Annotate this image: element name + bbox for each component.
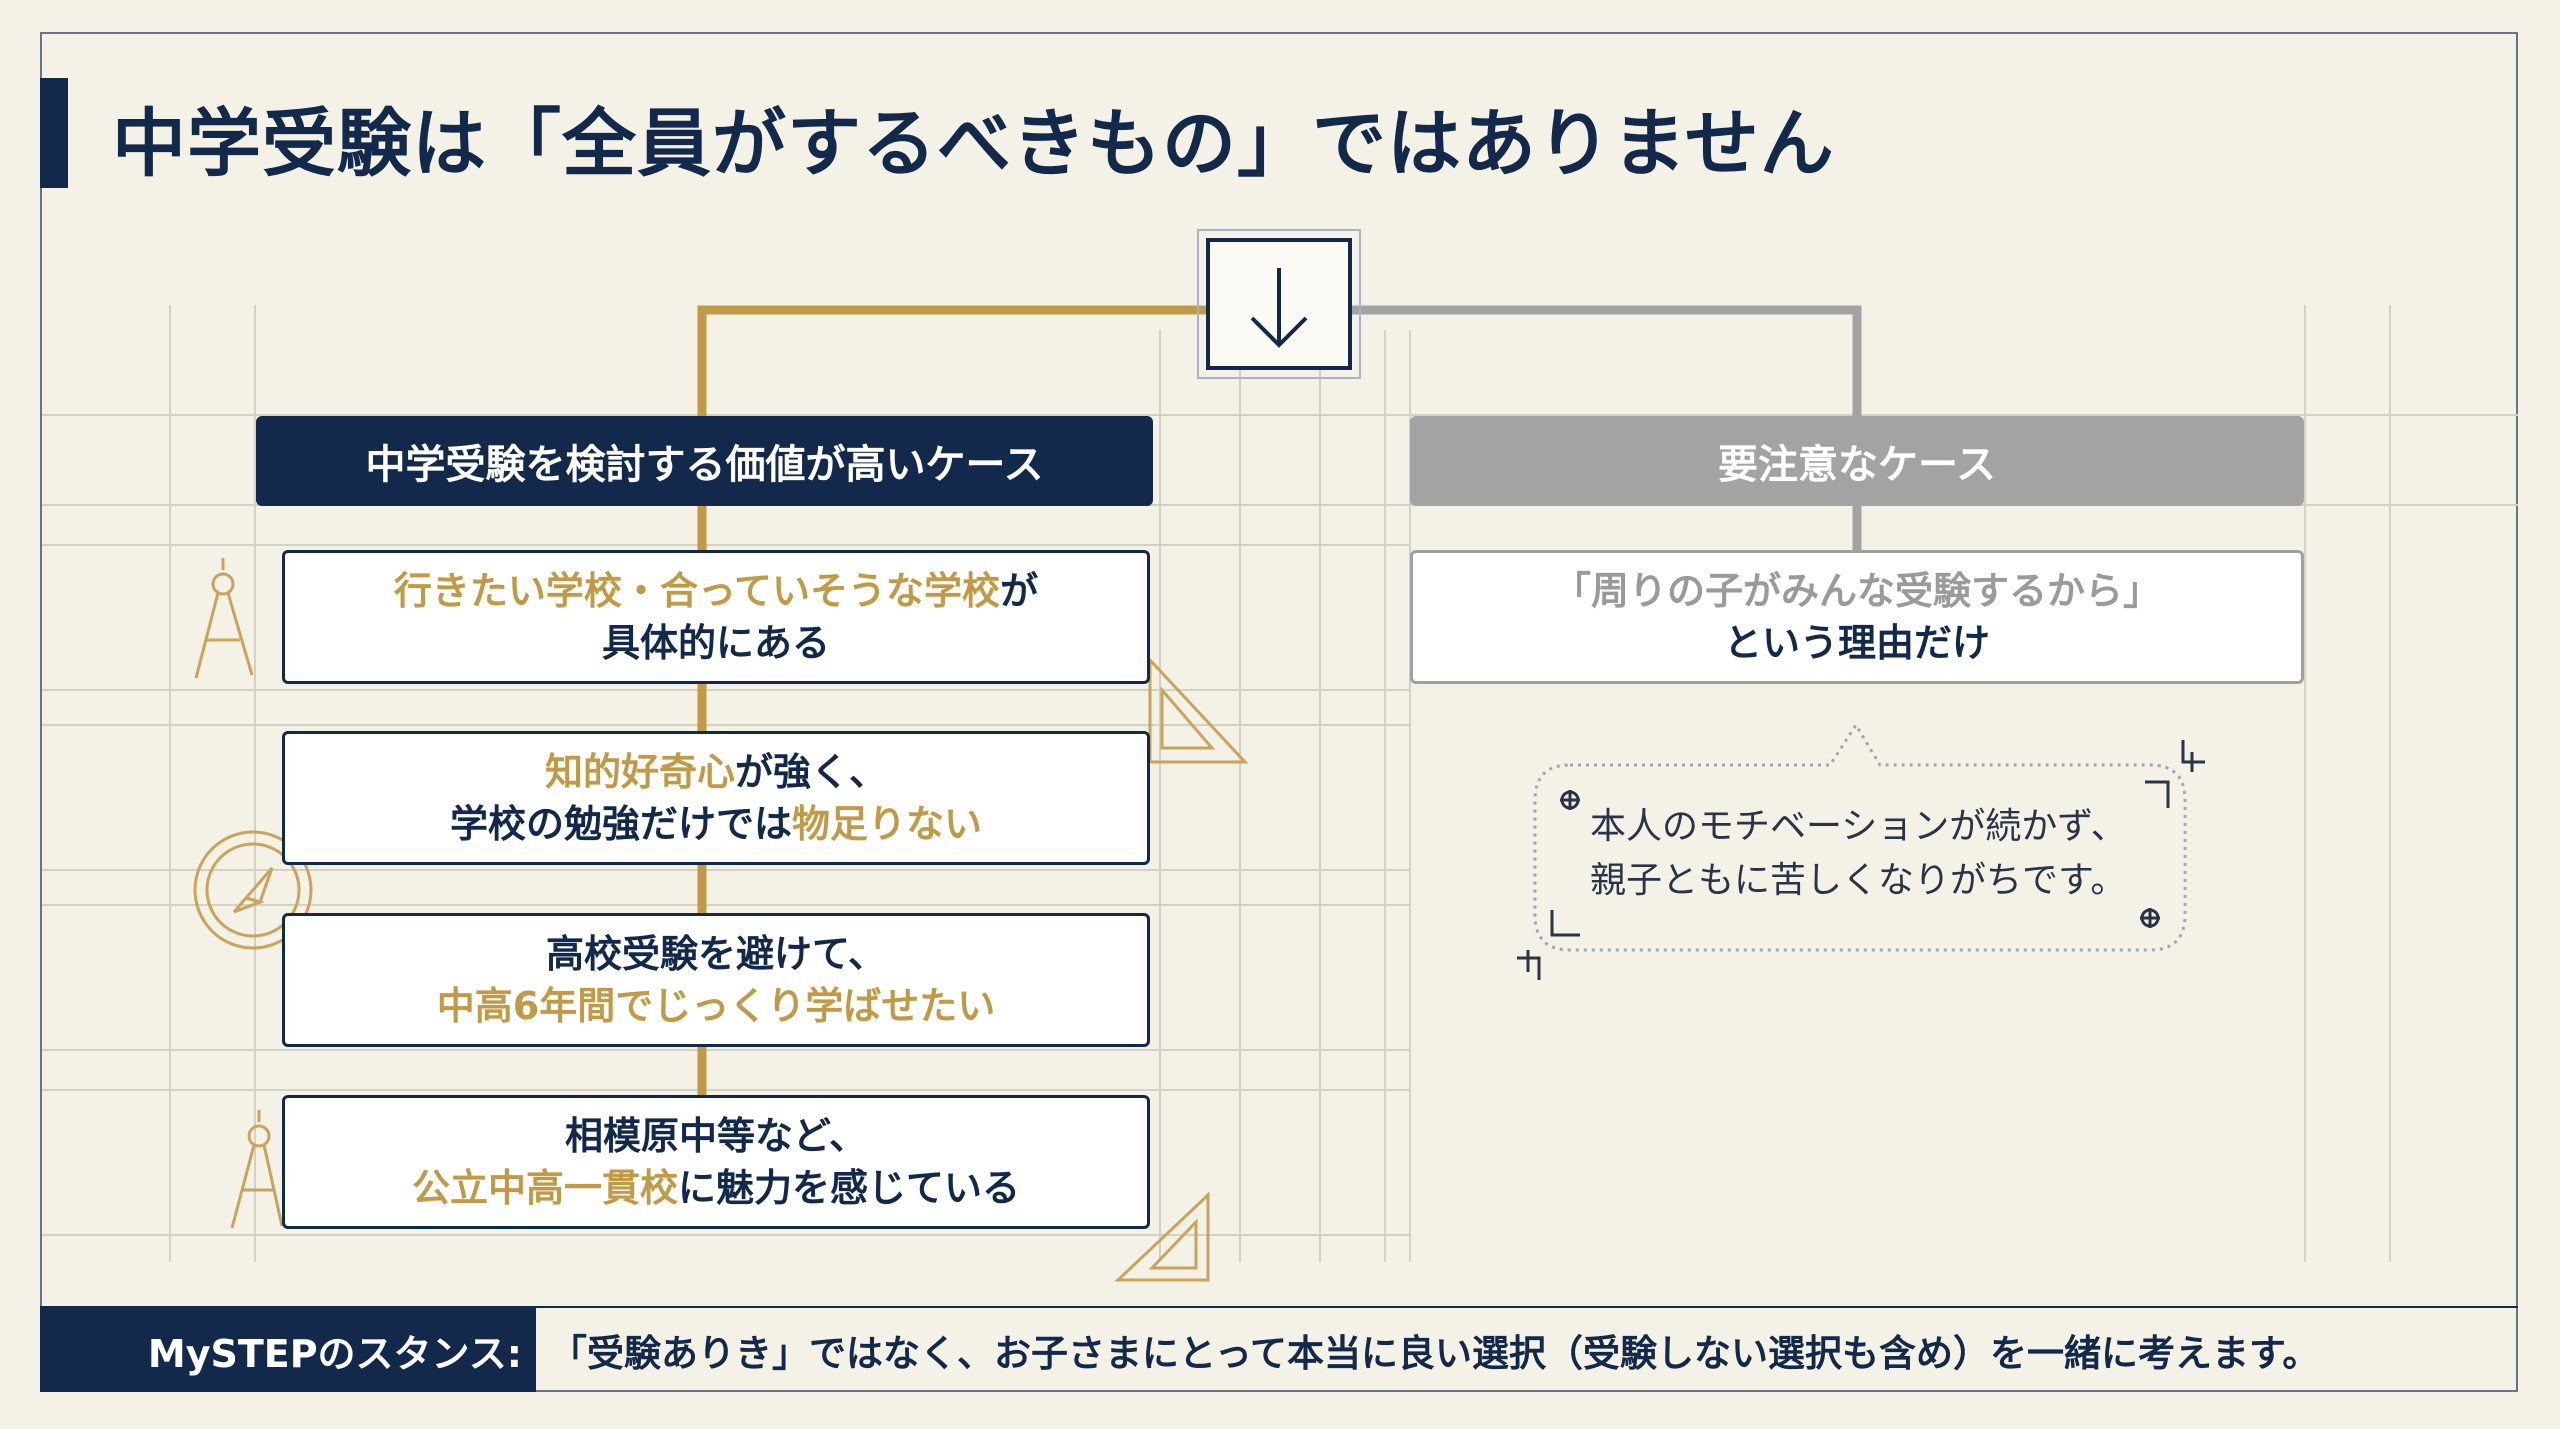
set-square-icon	[1148, 656, 1249, 764]
caution-note-line: 本人のモチベーションが続かず、	[1590, 806, 2127, 847]
drafting-compass-icon	[230, 1110, 284, 1229]
caution-note: 本人のモチベーションが続かず、 親子ともに苦しくなりがちです。	[1590, 800, 2190, 908]
drafting-compass-icon	[194, 558, 254, 679]
card-line: 行きたい学校・合っていそうな学校が	[394, 565, 1038, 617]
page-title: 中学受験は「全員がするべきもの」ではありません	[112, 101, 1835, 187]
card-text: 学校の勉強だけでは	[449, 802, 792, 846]
card-line: 知的好奇心が強く、	[545, 746, 887, 798]
card-text: が	[1000, 569, 1039, 613]
card-line: 相模原中等など、	[565, 1110, 867, 1162]
card-line: 公立中高一貫校に魅力を感じている	[412, 1162, 1020, 1214]
highlight-text: 行きたい学校	[393, 569, 622, 613]
card-line: 具体的にある	[602, 617, 830, 669]
card-text: 高校受験を避けて、	[545, 932, 887, 976]
title-accent-bar	[40, 78, 68, 188]
caution-quote: 「周りの子がみんな受験するから」	[1552, 569, 2161, 613]
speech-bubble	[1533, 722, 2187, 952]
highlight-text: 公立中高一貫校	[411, 1166, 678, 1210]
highlight-text: 中高6年間でじっくり学ばせたい	[436, 984, 996, 1028]
caution-case-header: 要注意なケース	[1410, 416, 2304, 506]
positive-case-card: 相模原中等など、 公立中高一貫校に魅力を感じている	[282, 1095, 1150, 1229]
highlight-text: ・	[621, 569, 660, 613]
card-text: 相模原中等など、	[564, 1114, 868, 1158]
card-text: が強く、	[735, 750, 888, 794]
positive-case-card: 行きたい学校・合っていそうな学校が 具体的にある	[282, 550, 1150, 684]
card-text: 具体的にある	[601, 621, 830, 665]
card-line: 中高6年間でじっくり学ばせたい	[437, 980, 995, 1032]
positive-case-header: 中学受験を検討する価値が高いケース	[256, 416, 1153, 506]
compass-rose-icon	[193, 830, 313, 950]
stance-text: 「受験ありき」ではなく、お子さまにとって本当に良い選択（受験しない選択も含め）を…	[550, 1332, 2320, 1375]
caution-case-card: 「周りの子がみんな受験するから」 という理由だけ	[1410, 550, 2304, 684]
highlight-text: 合っていそうな学校	[659, 569, 1001, 613]
card-line: 高校受験を避けて、	[546, 928, 886, 980]
stance-label: MySTEPのスタンス:	[40, 1308, 536, 1392]
bubble-corner-marks	[1550, 780, 2170, 937]
down-arrow-icon	[1197, 229, 1361, 379]
stance-footer: MySTEPのスタンス: 「受験ありき」ではなく、お子さまにとって本当に良い選択…	[40, 1306, 2518, 1392]
positive-case-card: 知的好奇心が強く、 学校の勉強だけでは物足りない	[282, 731, 1150, 865]
card-text: に魅力を感じている	[678, 1166, 1021, 1210]
card-line: 学校の勉強だけでは物足りない	[450, 798, 982, 850]
highlight-text: 物足りない	[792, 802, 983, 846]
caution-reason: という理由だけ	[1723, 621, 1990, 665]
positive-case-card: 高校受験を避けて、 中高6年間でじっくり学ばせたい	[282, 913, 1150, 1047]
highlight-text: 知的好奇心	[544, 750, 735, 794]
caution-note-line: 親子ともに苦しくなりがちです。	[1590, 860, 2127, 901]
crosshair-icon	[1517, 740, 2205, 980]
set-square-icon	[1114, 1191, 1210, 1282]
